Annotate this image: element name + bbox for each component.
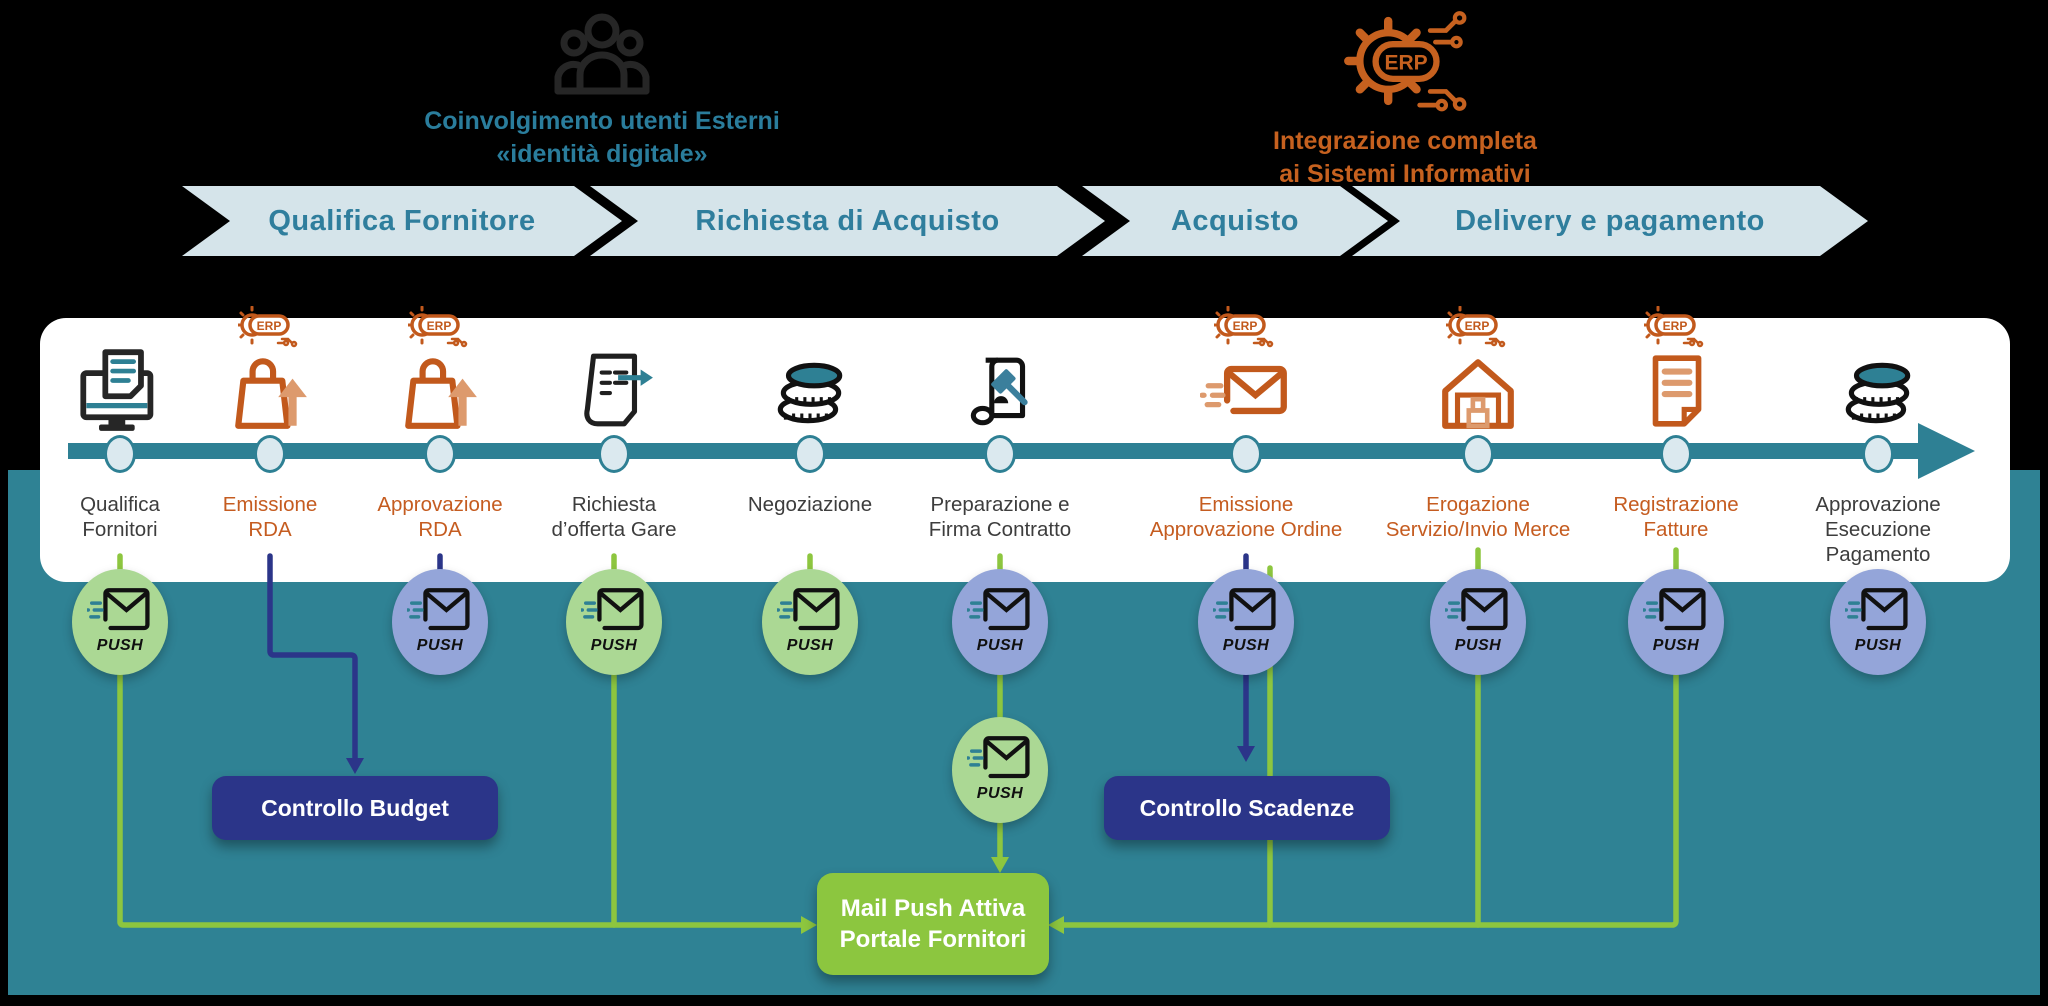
erp-integration-line1: Integrazione completa [1273, 127, 1537, 155]
fast-envelope-icon [775, 569, 843, 639]
timeline-node-10 [1862, 435, 1894, 473]
erp-badge-icon: ERP [405, 305, 472, 348]
warehouse-icon [1408, 348, 1548, 434]
phase-arrow-2: Richiesta di Acquisto [590, 186, 1105, 256]
erp-badge-icon: ERP [235, 305, 302, 348]
invoice-icon [1606, 348, 1746, 434]
timeline-node-4 [598, 435, 630, 473]
external-users-line2: «identità digitale» [496, 140, 708, 168]
svg-text:ERP: ERP [1233, 319, 1258, 333]
push-label: PUSH [976, 637, 1024, 654]
phase-arrow-1: Qualifica Fornitore [182, 186, 622, 256]
controllo-scadenze-label: Controllo Scadenze [1139, 794, 1355, 821]
svg-text:ERP: ERP [257, 319, 282, 333]
controllo-scadenze-box: Controllo Scadenze [1104, 776, 1390, 840]
fast-envelope-icon [579, 569, 647, 639]
people-group-icon [550, 13, 654, 104]
svg-text:ERP: ERP [1465, 319, 1490, 333]
timeline-node-5 [794, 435, 826, 473]
fast-envelope-icon [85, 569, 153, 639]
fast-envelope-icon [1641, 569, 1709, 639]
fast-envelope-icon [1443, 569, 1511, 639]
push-notification-circle-1: PUSH [72, 569, 168, 675]
push-label: PUSH [1222, 637, 1270, 654]
push-label: PUSH [976, 785, 1024, 802]
coins-icon [1808, 348, 1948, 434]
push-notification-circle-9: PUSH [1628, 569, 1724, 675]
timeline-node-2 [254, 435, 286, 473]
phase-label: Acquisto [1170, 204, 1300, 237]
shopping-bag-upload-icon [370, 348, 510, 434]
svg-text:ERP: ERP [427, 319, 452, 333]
timeline-node-7 [1230, 435, 1262, 473]
push-notification-circle-6: PUSH [952, 569, 1048, 675]
coins-icon [740, 348, 880, 434]
push-label: PUSH [786, 637, 834, 654]
timeline-node-3 [424, 435, 456, 473]
erp-badge-text: ERP [1384, 51, 1427, 74]
controllo-budget-box: Controllo Budget [212, 776, 498, 840]
phase-label: Richiesta di Acquisto [695, 204, 1000, 237]
timeline-node-8 [1462, 435, 1494, 473]
external-users-annotation: Coinvolgimento utenti Esterni «identità … [392, 10, 812, 171]
contract-gavel-icon [930, 348, 1070, 434]
timeline-node-1 [104, 435, 136, 473]
push-notification-circle-3: PUSH [392, 569, 488, 675]
timeline-node-6 [984, 435, 1016, 473]
fast-envelope-icon [1211, 569, 1279, 639]
erp-integration-annotation: ERP Integrazione completa ai Sistemi Inf… [1195, 2, 1615, 191]
phase-arrow-3: Acquisto [1082, 186, 1388, 256]
fast-envelope-icon [965, 569, 1033, 639]
fast-mail-icon [1176, 348, 1316, 434]
push-label: PUSH [96, 637, 144, 654]
erp-badge-icon: ERP [1443, 305, 1510, 348]
push-label: PUSH [416, 637, 464, 654]
timeline-node-9 [1660, 435, 1692, 473]
push-label: PUSH [1652, 637, 1700, 654]
push-notification-circle-7: PUSH [1198, 569, 1294, 675]
fast-envelope-icon [965, 717, 1033, 787]
controllo-budget-label: Controllo Budget [261, 794, 449, 821]
fast-envelope-icon [1843, 569, 1911, 639]
push-notification-circle-5: PUSH [762, 569, 858, 675]
push-notification-circle-4: PUSH [566, 569, 662, 675]
erp-badge-icon: ERP [1641, 305, 1708, 348]
phase-arrow-4: Delivery e pagamento [1352, 186, 1868, 256]
push-notification-circle-10: PUSH [1830, 569, 1926, 675]
shopping-bag-upload-icon [200, 348, 340, 434]
timeline-arrowhead [1918, 423, 1975, 479]
external-users-line1: Coinvolgimento utenti Esterni [424, 107, 780, 135]
push-notification-circle-8: PUSH [1430, 569, 1526, 675]
erp-gear-icon: ERP [1342, 11, 1468, 124]
push-notification-circle-6-extra: PUSH [952, 717, 1048, 823]
erp-badge-icon: ERP [1211, 305, 1278, 348]
document-send-icon [544, 348, 684, 434]
erp-integration-line2: ai Sistemi Informativi [1279, 160, 1531, 188]
station-label-5: Negoziazione [747, 493, 873, 516]
push-label: PUSH [590, 637, 638, 654]
push-label: PUSH [1454, 637, 1502, 654]
svg-text:ERP: ERP [1663, 319, 1688, 333]
monitor-document-icon [50, 348, 190, 434]
phase-label: Delivery e pagamento [1455, 204, 1765, 237]
push-label: PUSH [1854, 637, 1902, 654]
fast-envelope-icon [405, 569, 473, 639]
phase-label: Qualifica Fornitore [268, 204, 536, 237]
